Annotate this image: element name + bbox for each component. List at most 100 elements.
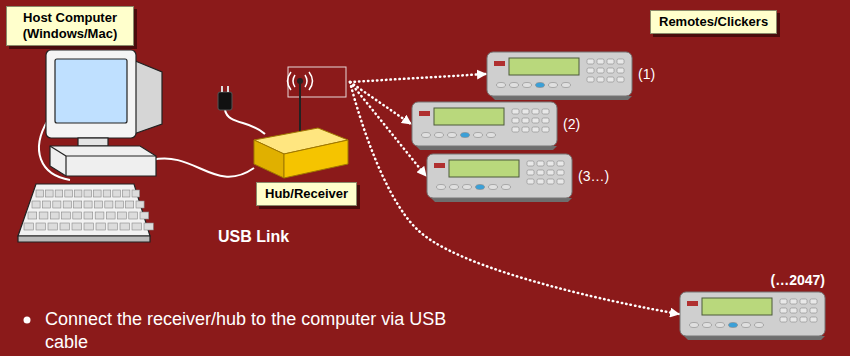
clicker-button [690,323,699,328]
clicker-key [537,179,544,184]
keyboard-key [48,223,57,230]
computer-base [50,146,156,176]
keyboard-key [144,223,153,230]
link-label: USB Link [218,228,289,246]
clicker-shadow [491,96,632,100]
clicker-button [476,185,485,190]
radio-wave [309,72,313,90]
clicker-screen [509,58,579,75]
clicker-key [557,170,564,175]
radio-link [350,74,486,82]
bullet-dot [24,317,31,324]
clicker-screen [449,160,519,177]
clicker-key [557,161,564,166]
callout-number: (2) [563,116,580,132]
keyboard-key [84,223,93,230]
antenna-tip [297,78,303,84]
clicker-button [536,83,545,88]
keyboard-key [115,201,123,208]
keyboard-key [74,190,82,197]
keyboard-key [108,223,117,230]
keyboard-key [65,190,73,197]
clicker-key [547,161,554,166]
power-cable [225,110,265,134]
keyboard-keys [24,190,153,230]
clicker-key [527,161,534,166]
clicker-button [755,323,764,328]
clicker-key [512,127,519,132]
clicker-key [790,317,797,322]
clicker-key [512,109,519,114]
keyboard-key [136,201,144,208]
keyboard-key [39,212,48,219]
base-edge [66,155,156,156]
clicker-key [597,68,604,73]
keyboard-key [132,190,140,197]
clicker-screen [434,108,504,125]
clicker-key [527,179,534,184]
hub-left [254,140,284,178]
clicker-button [489,185,498,190]
clicker-shadow [416,146,557,150]
clicker-illustration [427,154,572,202]
clicker-key [547,170,554,175]
keyboard-key [118,212,127,219]
clicker-button [716,323,725,328]
keyboard-key [72,223,81,230]
title-tag: Remotes/Clickers [650,10,777,34]
clicker-key [597,77,604,82]
clicker-logo [494,61,505,66]
clicker-button [461,133,470,138]
keyboard-key [132,223,141,230]
keyboard-key [46,190,54,197]
keyboard-key [62,212,71,219]
keyboard-key [113,190,121,197]
radio-wave [293,75,295,87]
clicker-button [463,185,472,190]
base-edge [65,156,66,176]
clicker-key [800,317,807,322]
clicker-key [597,59,604,64]
clicker-body [412,102,557,146]
clicker-key [542,109,549,114]
bullet-text: Connect the receiver/hub to the computer… [45,308,465,354]
clicker-key [617,68,624,73]
clicker-key [542,118,549,123]
computer [18,50,162,242]
clicker-button [703,323,712,328]
radio-wave [305,75,307,87]
clicker-body [680,292,825,336]
keyboard-key [94,190,102,197]
tag-text: Hub/Receiver [256,182,357,206]
clicker-key [537,170,544,175]
clicker-shadow [431,198,572,202]
tag-text: Host Computer (Windows/Mac) [15,10,125,42]
keyboard-key [73,212,82,219]
clicker-illustration [412,102,557,150]
keyboard-key [53,201,61,208]
clicker-button [729,323,738,328]
clicker-logo [419,111,430,116]
monitor-screen [55,59,127,123]
keyboard-key [126,201,134,208]
clicker-remote: (2) [412,102,583,150]
clicker-key [512,118,519,123]
clicker-key [607,68,614,73]
keyboard-key [60,223,69,230]
clicker-body [427,154,572,198]
keyboard-key [84,201,92,208]
keyboard-key [103,190,111,197]
keyboard-edge [18,236,150,242]
clicker-key [607,77,614,82]
clicker-key [532,109,539,114]
clicker-screen [702,298,772,315]
clicker-illustration [680,292,825,340]
clicker-key [587,68,594,73]
clicker-button [497,83,506,88]
keyboard-key [32,201,40,208]
callout-number: (…2047) [771,272,825,288]
monitor-neck [78,138,108,146]
antenna-frame [288,67,346,97]
clicker-key [810,308,817,313]
clicker-remote: (…2047) [680,272,825,340]
